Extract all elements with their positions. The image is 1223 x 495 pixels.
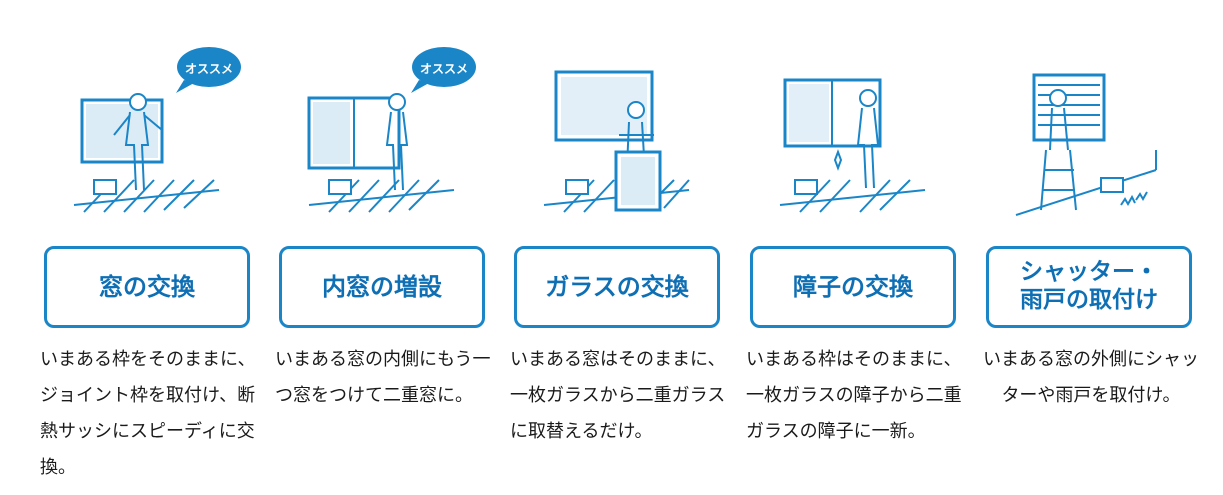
glass-replace-button[interactable]: ガラスの交換 xyxy=(514,246,720,328)
button-label: 内窓の増設 xyxy=(322,272,442,301)
sash-replace-illustration xyxy=(750,40,960,240)
shutter-install-icon xyxy=(1015,73,1157,216)
inner-window-illustration: オススメ xyxy=(279,40,489,240)
window-replace-illustration: オススメ xyxy=(44,40,254,240)
sash-replace-button[interactable]: 障子の交換 xyxy=(750,246,956,328)
button-label-line1: シャッター・ xyxy=(1020,259,1158,286)
recommend-bubble-icon xyxy=(176,47,241,93)
window-replace-description: いまある枠をそのままに、ジョイント枠を取付け、断熱サッシにスピーディに交換。 xyxy=(40,349,256,478)
inner-window-description: いまある窓の内側にもう一つ窓をつけて二重窓に。 xyxy=(275,349,491,406)
window-replace-button[interactable]: 窓の交換 xyxy=(44,246,250,328)
recommend-badge: オススメ xyxy=(419,62,468,76)
glass-replace-icon xyxy=(543,70,690,213)
inner-window-icon xyxy=(307,93,455,213)
button-label: 窓の交換 xyxy=(99,272,195,301)
button-label-line2: 雨戸の取付け xyxy=(1020,287,1158,313)
button-label: 障子の交換 xyxy=(793,272,913,301)
button-label: ガラスの交換 xyxy=(545,272,689,301)
shutter-install-illustration xyxy=(986,40,1196,240)
shutter-install-description: いまある窓の外側にシャッターや雨戸を取付け。 xyxy=(983,349,1199,406)
sash-replace-icon xyxy=(779,78,926,213)
inner-window-button[interactable]: 内窓の増設 xyxy=(279,246,485,328)
recommend-badge: オススメ xyxy=(184,62,233,76)
shutter-install-button[interactable]: シャッター・ 雨戸の取付け xyxy=(986,246,1192,328)
recommend-bubble-icon xyxy=(411,47,476,93)
glass-replace-description: いまある窓はそのままに、一枚ガラスから二重ガラスに取替えるだけ。 xyxy=(510,349,726,442)
window-replace-icon xyxy=(73,93,220,213)
sash-replace-description: いまある枠はそのままに、一枚ガラスの障子から二重ガラスの障子に一新。 xyxy=(746,349,962,442)
glass-replace-illustration xyxy=(514,40,724,240)
